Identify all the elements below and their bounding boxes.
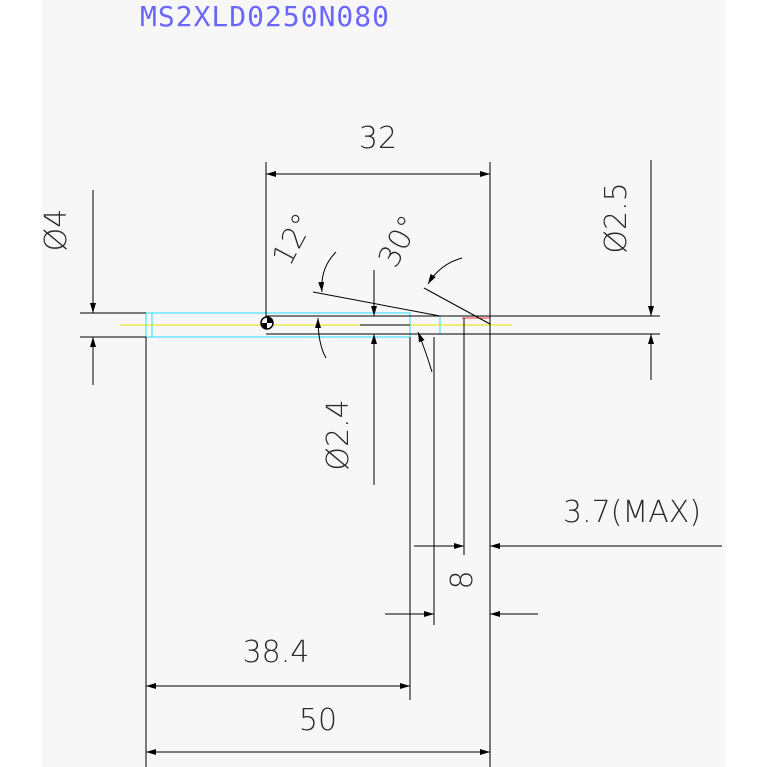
extension-lines xyxy=(80,162,660,767)
angle-12-arc-bottom xyxy=(315,317,327,359)
label-8: 8 xyxy=(445,570,480,589)
label-d4: Ø4 xyxy=(39,209,74,252)
label-d25: Ø2.5 xyxy=(599,182,634,253)
angle-30-arc-top xyxy=(427,257,463,285)
drawing-sheet xyxy=(42,0,725,767)
label-d24: Ø2.4 xyxy=(321,399,356,470)
drawing-title: MS2XLD0250N080 xyxy=(140,0,390,33)
label-38-4: 38.4 xyxy=(243,635,310,670)
angle-30-arc-bottom xyxy=(417,331,433,373)
label-32: 32 xyxy=(359,121,397,156)
label-3-7-max: 3.7(MAX) xyxy=(563,495,701,530)
angle-12-arc-top xyxy=(318,251,337,293)
reference-point-fill xyxy=(267,317,273,323)
reference-point-fill-2 xyxy=(261,323,267,329)
tool-body xyxy=(120,312,512,338)
label-50: 50 xyxy=(299,703,337,738)
dimension-lines xyxy=(90,160,722,755)
